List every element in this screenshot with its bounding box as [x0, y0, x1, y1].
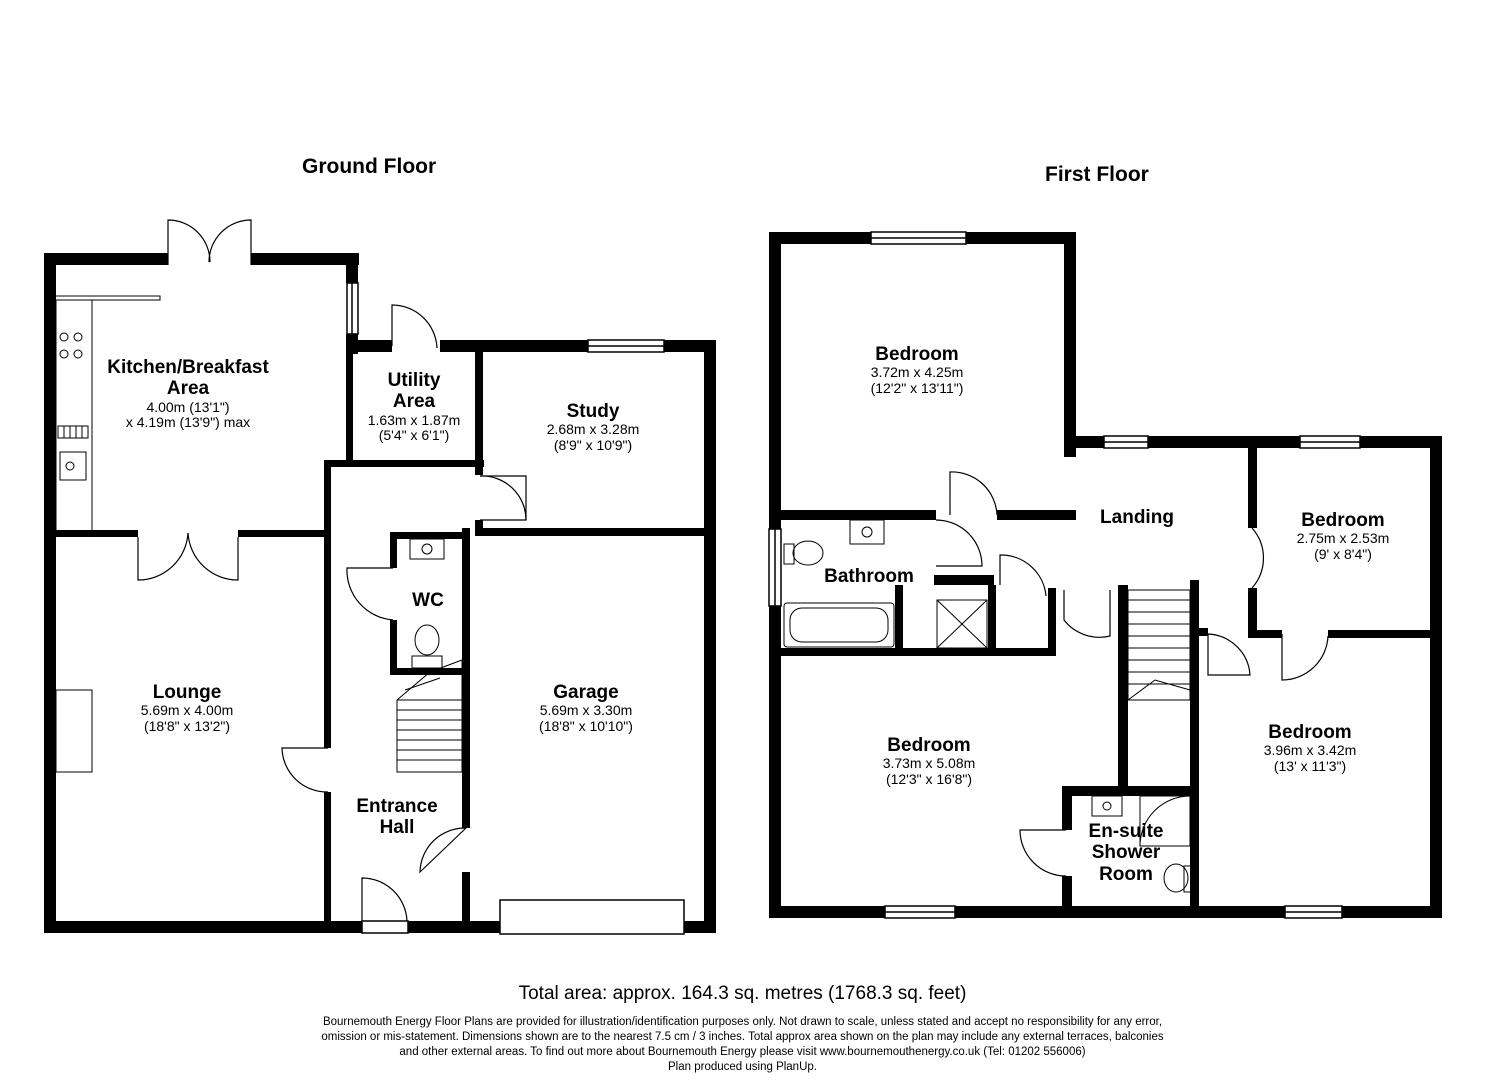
room-label-bedroom-4: Bedroom 3.96m x 3.42m (13' x 11'3")	[1230, 722, 1390, 775]
ground-floor-title: Ground Floor	[302, 155, 437, 178]
room-name: Utility	[387, 370, 441, 391]
disclaimer-line: Plan produced using PlanUp.	[668, 1060, 817, 1073]
room-label-garage: Garage 5.69m x 3.30m (18'8" x 10'10")	[506, 682, 666, 735]
first-floor-title: First Floor	[1045, 163, 1149, 186]
room-dimensions: (5'4" x 6'1")	[378, 427, 450, 444]
room-dimensions: 2.68m x 3.28m	[546, 421, 640, 438]
room-label-bedroom-1: Bedroom 3.72m x 4.25m (12'2" x 13'11")	[837, 344, 997, 397]
first-floor-walls	[769, 232, 1442, 918]
room-name: Kitchen/Breakfast	[107, 357, 269, 378]
room-label-bedroom-2: Bedroom 2.75m x 2.53m (9' x 8'4")	[1263, 510, 1423, 563]
room-dimensions: (12'2" x 13'11")	[870, 379, 964, 396]
room-label-bathroom: Bathroom	[809, 566, 929, 587]
room-dimensions: 3.96m x 3.42m	[1263, 742, 1357, 759]
disclaimer-line: Bournemouth Energy Floor Plans are provi…	[322, 1016, 1163, 1028]
room-dimensions: 2.75m x 2.53m	[1296, 530, 1390, 547]
room-dimensions: (8'9" x 10'9")	[553, 436, 633, 453]
room-dimensions: (18'8" x 13'2")	[143, 717, 231, 734]
room-name: Shower	[1091, 842, 1161, 864]
room-label-landing: Landing	[1082, 507, 1192, 528]
disclaimer-line: and other external areas. To find out mo…	[399, 1045, 1086, 1058]
room-name: Bedroom	[887, 735, 971, 756]
room-dimensions: (13' x 11'3")	[1273, 757, 1347, 774]
room-name: Garage	[553, 682, 619, 703]
room-label-entrance-hall: Entrance Hall	[337, 796, 457, 839]
first-floor-plan	[768, 231, 1442, 919]
ground-floor-plan	[44, 219, 716, 935]
total-area: Total area: approx. 164.3 sq. metres (17…	[518, 983, 967, 1004]
room-dimensions: 3.73m x 5.08m	[882, 755, 976, 772]
ground-floor-doors	[137, 219, 527, 922]
room-name: En-suite	[1088, 821, 1164, 842]
room-name: Area	[166, 378, 210, 400]
room-name: Study	[566, 401, 620, 422]
room-label-utility: Utility Area 1.63m x 1.87m (5'4" x 6'1")	[348, 370, 480, 444]
room-name: Bedroom	[875, 344, 959, 365]
room-dimensions: x 4.19m (13'9") max	[125, 414, 251, 431]
disclaimer: Bournemouth Energy Floor Plans are provi…	[0, 1015, 1485, 1075]
room-label-ensuite: En-suite Shower Room	[1076, 821, 1176, 885]
ground-floor-fixtures	[55, 295, 463, 773]
room-name: Landing	[1100, 507, 1174, 528]
room-name: Bedroom	[1301, 510, 1385, 531]
first-floor-doors	[935, 471, 1329, 877]
room-dimensions: 3.72m x 4.25m	[870, 364, 964, 381]
room-dimensions: (12'3" x 16'8")	[885, 770, 973, 787]
room-dimensions: 1.63m x 1.87m	[367, 411, 461, 428]
room-name: Area	[392, 391, 436, 413]
room-name: Hall	[379, 817, 415, 839]
first-floor-fixtures	[783, 519, 1193, 893]
room-name: Bedroom	[1268, 722, 1352, 743]
room-dimensions: 5.69m x 3.30m	[539, 702, 633, 719]
room-label-bedroom-3: Bedroom 3.73m x 5.08m (12'3" x 16'8")	[849, 735, 1009, 788]
ground-floor-walls	[44, 253, 716, 933]
room-label-wc: WC	[398, 590, 458, 611]
room-name: Room	[1099, 863, 1153, 885]
disclaimer-line: omission or mis-statement. Dimensions sh…	[321, 1030, 1164, 1043]
ground-floor-windows	[346, 282, 685, 935]
room-dimensions: 4.00m (13'1")	[146, 398, 230, 415]
room-name: Bathroom	[824, 566, 914, 587]
first-floor-windows	[768, 231, 1361, 919]
room-label-kitchen: Kitchen/Breakfast Area 4.00m (13'1") x 4…	[68, 357, 308, 431]
room-name: Lounge	[152, 682, 222, 703]
room-label-study: Study 2.68m x 3.28m (8'9" x 10'9")	[513, 401, 673, 454]
room-dimensions: 5.69m x 4.00m	[140, 702, 234, 719]
room-name: WC	[412, 590, 444, 611]
room-name: Entrance	[356, 796, 438, 817]
room-dimensions: (9' x 8'4")	[1314, 545, 1372, 562]
room-dimensions: (18'8" x 10'10")	[539, 717, 633, 734]
room-label-lounge: Lounge 5.69m x 4.00m (18'8" x 13'2")	[107, 682, 267, 735]
